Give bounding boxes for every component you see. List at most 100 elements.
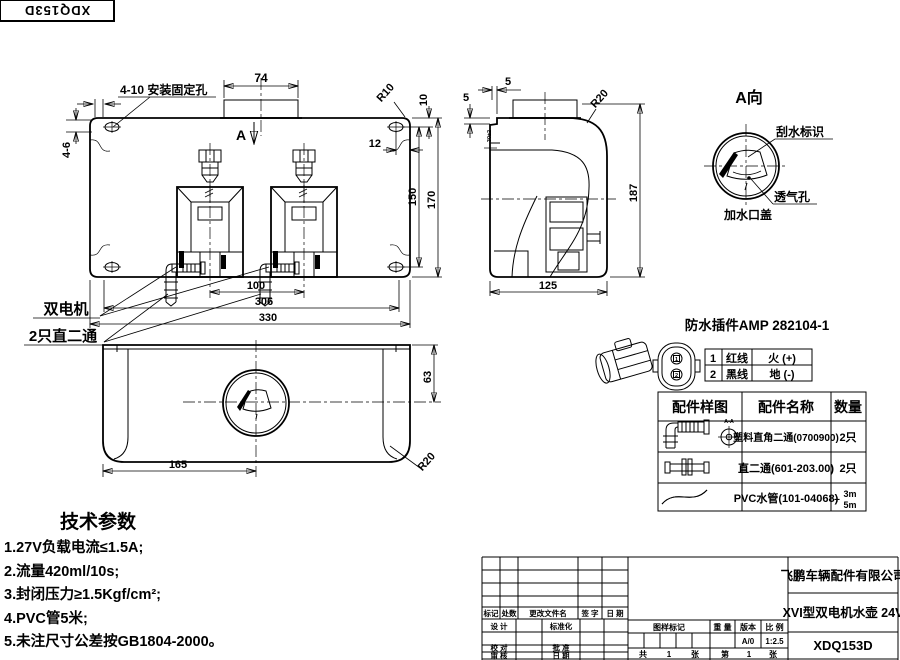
parts-row1-qty: 2只	[839, 431, 856, 444]
tb-sheet-n2: 1	[747, 650, 752, 659]
dim-330: 330	[259, 312, 277, 324]
pin1-role: 火 (+)	[768, 352, 796, 365]
label-dual-motor: 双电机	[43, 300, 88, 318]
tb-change-doc: 更改文件名	[529, 608, 567, 618]
connector-face-icon: 1 2	[652, 342, 701, 391]
side-dim-5a: 5	[505, 76, 511, 88]
tech-params: 技术参数 1.27V负载电流≤1.5A; 2.流量420ml/10s; 3.封闭…	[4, 507, 304, 655]
tech-param-item: 3.封闭压力≥1.5Kgf/cm²;	[4, 587, 162, 603]
pin2-role: 地 (-)	[769, 367, 794, 381]
tb-version: 版本	[739, 622, 756, 632]
front-view: 74 A 4-10 安装固定孔 4-6 R10 10 12 150 170 10…	[24, 71, 442, 346]
parts-header-sample: 配件样图	[672, 399, 728, 415]
dim-150: 150	[407, 188, 419, 206]
pin1-no: 1	[710, 353, 716, 365]
pin-table: 1 红线 火 (+) 2 黑线 地 (-)	[704, 348, 813, 382]
bottom-dim-r20: R20	[416, 450, 438, 473]
tb-sheet-gong: 共	[639, 649, 647, 659]
side-dim-step: 30±2	[487, 130, 493, 142]
label-two-tees: 2只直二通	[29, 327, 97, 345]
pvc-tube-icon	[661, 489, 708, 505]
dim-4-6: 4-6	[61, 142, 73, 158]
dim-170: 170	[426, 191, 438, 209]
title-block: 标记 处数 更改文件名 签 字 日 期 设 计 标准化 校 对 批 准 审 核 …	[481, 556, 900, 660]
tb-version-val: A/0	[742, 637, 755, 646]
dim-74: 74	[254, 71, 268, 85]
tb-product: XVI型双电机水壶 24V	[783, 605, 900, 620]
parts-row2-qty: 2只	[839, 462, 856, 475]
dim-r10: R10	[375, 81, 397, 104]
mount-holes-callout: 4-10 安装固定孔	[120, 82, 207, 97]
parts-row3-plus: +	[834, 495, 840, 506]
dim-100: 100	[247, 280, 265, 292]
tb-check: 校 对	[490, 643, 508, 653]
dim-306: 306	[255, 296, 273, 308]
tb-sheet-zhang1: 张	[691, 650, 700, 659]
parts-row1-name: 塑料直角二通(0700900)	[733, 431, 839, 444]
crosshair-circle-icon: A-A	[718, 419, 740, 448]
tb-dwg-no: XDQ153D	[813, 638, 872, 653]
pin2-no: 2	[710, 369, 716, 381]
tb-weight: 重 量	[713, 622, 731, 632]
tb-date2: 日 期	[552, 651, 570, 660]
bottom-view: 165 63 R20	[102, 340, 441, 477]
tech-param-item: 4.PVC管5米;	[4, 610, 88, 627]
side-dim-125: 125	[539, 280, 557, 292]
tb-scale: 比 例	[765, 622, 783, 632]
parts-header-qty: 数量	[834, 399, 862, 415]
side-dim-187: 187	[628, 184, 640, 202]
tb-mark: 标记	[483, 608, 499, 618]
tb-sheet-n1: 1	[667, 650, 672, 659]
corner-stamp-box: XDQ153D	[0, 0, 115, 22]
parts-table: 配件样图 配件名称 数量 A-A 塑料直角二通(0700900) 2只 直二通(…	[657, 391, 867, 512]
tb-audit: 审 核	[490, 651, 508, 660]
bottom-dim-165: 165	[169, 459, 187, 471]
pin1-wire: 红线	[726, 351, 748, 365]
tb-company: 飞鹏车辆配件有限公司	[780, 568, 900, 583]
tb-standardize: 标准化	[549, 621, 573, 631]
tech-param-item: 2.流量420ml/10s;	[4, 563, 120, 580]
face-pin-2: 2	[675, 373, 678, 379]
tb-sign: 签 字	[580, 608, 599, 618]
parts-row3-name: PVC水管(101-04068)	[734, 491, 839, 505]
tb-scale-val: 1:2.5	[765, 637, 784, 646]
dim-12: 12	[369, 138, 381, 150]
corner-stamp-text: XDQ153D	[23, 3, 91, 18]
pin2-wire: 黑线	[726, 367, 748, 381]
parts-row3-qty-a: 3m	[843, 489, 856, 499]
tech-param-item: 5.未注尺寸公差按GB1804-2000。	[4, 634, 224, 650]
tb-design: 设 计	[490, 621, 508, 631]
tb-approve: 批 准	[552, 643, 570, 653]
section-arrow-label: A	[236, 127, 246, 143]
tech-params-title: 技术参数	[60, 512, 137, 533]
elbow-section-note: A-A	[724, 419, 734, 425]
side-view: 5 5 30±2 R20 187 125	[463, 76, 645, 296]
bottom-dim-63: 63	[422, 371, 434, 383]
label-vent-hole: 透气孔	[774, 189, 810, 204]
tb-sample-mark: 图样标记	[653, 622, 685, 632]
face-pin-1: 1	[675, 357, 678, 363]
motor-left	[164, 143, 244, 307]
tb-date: 日 期	[606, 608, 624, 618]
parts-row3-qty-b: 5m	[843, 500, 856, 510]
tb-sheet-di: 第	[721, 649, 729, 659]
parts-header-name: 配件名称	[758, 399, 814, 415]
elbow-fitting-icon	[663, 419, 710, 449]
straight-fitting-icon	[664, 458, 710, 476]
view-a-detail: A向 刮水标识 透气孔 加水口盖	[704, 88, 833, 222]
side-dim-r20: R20	[589, 87, 611, 110]
connector-title: 防水插件AMP 282104-1	[685, 317, 830, 333]
parts-row2-name: 直二通(601-203.00)	[738, 461, 834, 475]
side-dim-5b: 5	[463, 92, 469, 104]
view-a-title: A向	[735, 88, 763, 107]
label-filler-cap: 加水口盖	[723, 207, 772, 222]
tb-sheet-zhang2: 张	[769, 650, 778, 659]
tb-count: 处数	[501, 608, 517, 618]
tech-param-item: 1.27V负载电流≤1.5A;	[4, 540, 144, 556]
motor-right	[258, 143, 338, 307]
dim-10: 10	[418, 94, 430, 106]
connector-detail: 防水插件AMP 282104-1 1 2 1 红线 火 (+) 2 黑线 地 (…	[595, 317, 830, 391]
connector-plug-icon	[595, 338, 653, 384]
